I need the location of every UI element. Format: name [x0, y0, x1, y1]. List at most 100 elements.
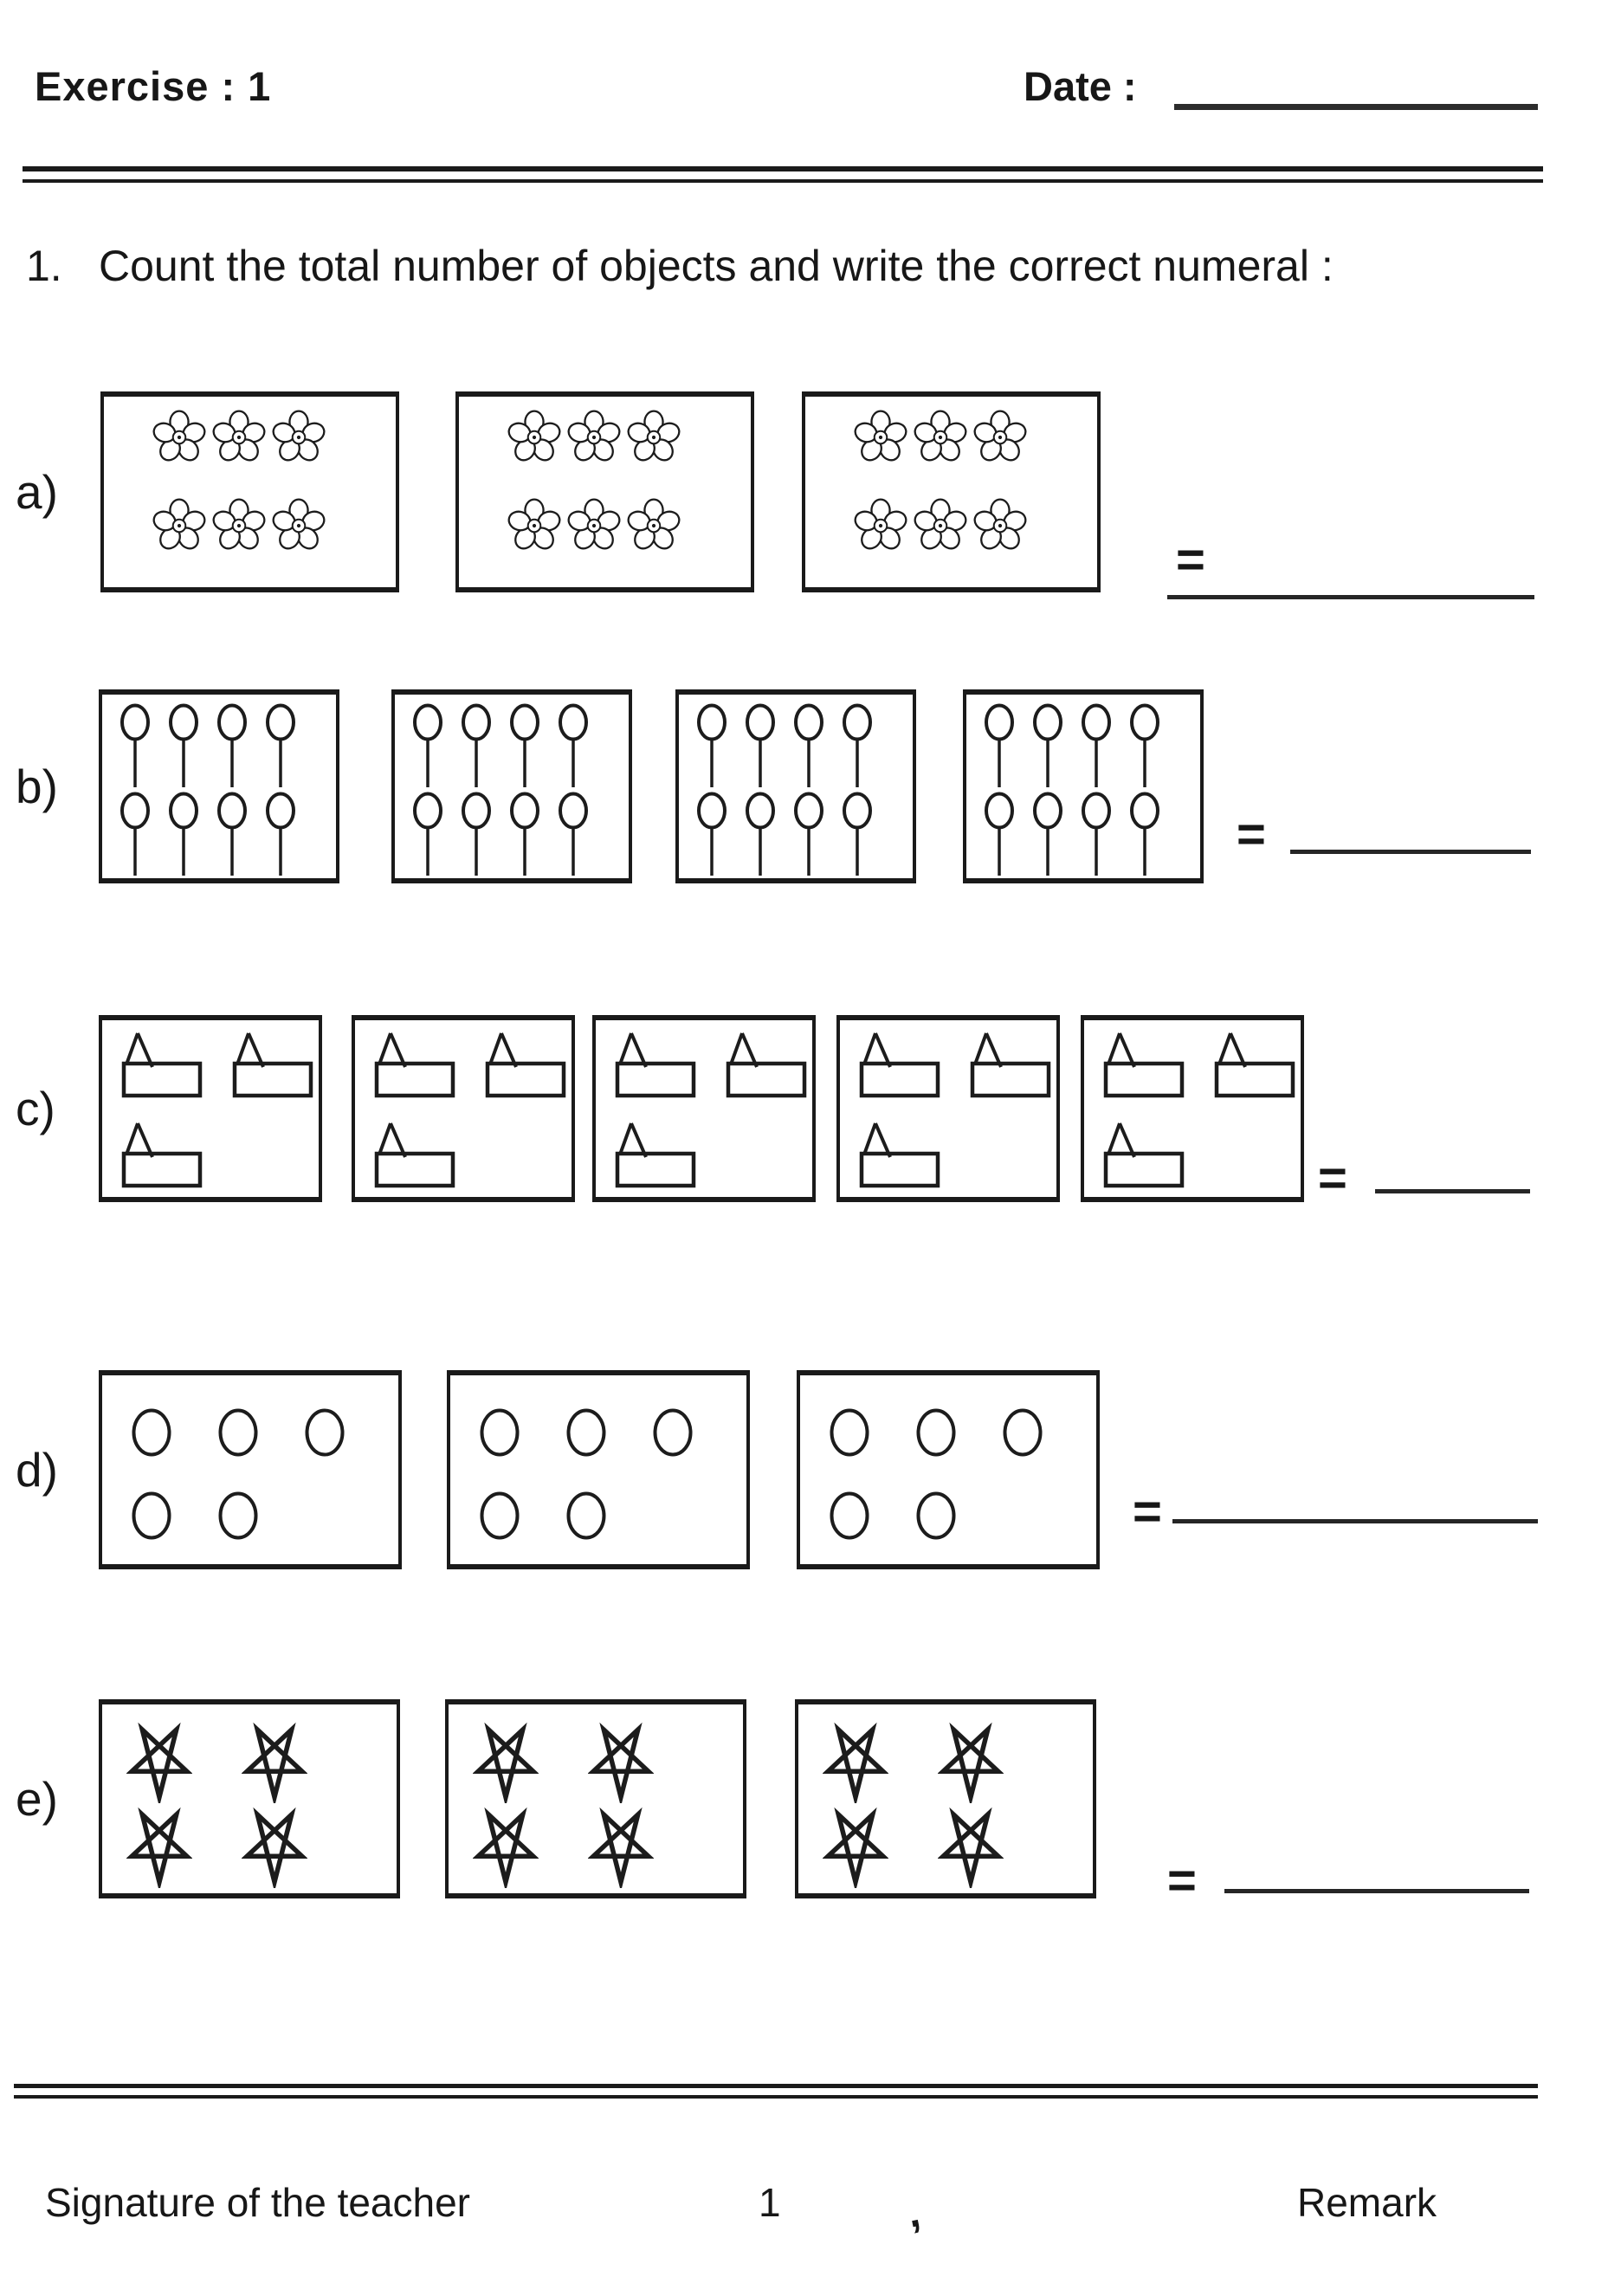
answer-blank-a[interactable] — [1167, 595, 1534, 599]
star-icon — [473, 1796, 539, 1888]
flower-icon — [210, 497, 268, 554]
shape-line — [409, 703, 629, 790]
flag-icon — [1103, 1121, 1186, 1188]
lollipop-icon — [213, 792, 251, 878]
lollipop-icon — [116, 792, 154, 878]
star-icon — [588, 1796, 654, 1888]
row-label-c: c) — [16, 1082, 55, 1135]
row-e-box-3 — [795, 1699, 1096, 1898]
shape-line — [121, 1031, 319, 1098]
row-label-b: b) — [16, 760, 58, 813]
shape-line — [830, 1491, 1096, 1540]
shape-line — [823, 1796, 1093, 1888]
flag-icon — [485, 1031, 568, 1098]
equals-sign: = — [1237, 806, 1266, 863]
shape-line — [615, 1121, 812, 1188]
row-c-box-5 — [1081, 1015, 1304, 1202]
circle-icon — [480, 1491, 520, 1540]
lollipop-icon — [741, 792, 779, 878]
circle-icon — [480, 1408, 520, 1457]
shape-line — [852, 409, 1097, 466]
row-b-box-4 — [963, 689, 1204, 883]
circle-icon — [916, 1408, 956, 1457]
equals-sign: = — [1167, 1853, 1197, 1909]
shape-line — [1103, 1031, 1301, 1098]
star-icon — [938, 1711, 1004, 1803]
shape-line — [374, 1031, 572, 1098]
date-label: Date : — [1024, 63, 1137, 109]
lollipop-icon — [1029, 703, 1067, 790]
shape-line — [693, 703, 913, 790]
circle-icon — [916, 1491, 956, 1540]
lollipop-icon — [693, 703, 731, 790]
star-icon — [126, 1711, 192, 1803]
row-a-box-2 — [455, 391, 754, 592]
flower-icon — [270, 497, 327, 554]
shape-line — [473, 1711, 743, 1803]
answer-blank-e[interactable] — [1224, 1889, 1529, 1893]
remark-label: Remark — [1297, 2180, 1437, 2225]
shape-line — [852, 497, 1097, 554]
flower-icon — [151, 497, 208, 554]
flower-icon — [565, 497, 623, 554]
stray-scan-mark: , — [902, 2189, 924, 2237]
lollipop-icon — [554, 792, 592, 878]
circle-icon — [566, 1408, 606, 1457]
lollipop-icon — [790, 703, 828, 790]
answer-blank-d[interactable] — [1172, 1519, 1538, 1523]
exercise-row-c: c) = — [0, 1015, 1621, 1206]
shape-line — [1103, 1121, 1301, 1188]
row-d-box-2 — [447, 1370, 750, 1569]
shape-line — [615, 1031, 812, 1098]
circle-icon — [1003, 1408, 1043, 1457]
lollipop-icon — [506, 792, 544, 878]
flag-icon — [1214, 1031, 1297, 1098]
flower-icon — [565, 409, 623, 466]
circle-icon — [132, 1408, 171, 1457]
flower-icon — [912, 409, 969, 466]
exercise-row-a: a)= — [0, 391, 1621, 599]
flower-icon — [506, 497, 563, 554]
flower-icon — [270, 409, 327, 466]
answer-blank-b[interactable] — [1290, 850, 1531, 854]
lollipop-icon — [741, 703, 779, 790]
flag-icon — [726, 1031, 809, 1098]
row-d-box-1 — [99, 1370, 402, 1569]
row-a-box-3 — [802, 391, 1101, 592]
answer-blank-c[interactable] — [1375, 1189, 1530, 1193]
flag-icon — [615, 1031, 698, 1098]
circle-icon — [218, 1408, 258, 1457]
signature-label: Signature of the teacher — [45, 2180, 470, 2225]
shape-line — [980, 792, 1200, 878]
lollipop-icon — [1126, 792, 1164, 878]
date-blank-line[interactable] — [1174, 83, 1538, 110]
circle-icon — [305, 1408, 345, 1457]
shape-line — [480, 1491, 746, 1540]
flower-icon — [912, 497, 969, 554]
flag-icon — [859, 1121, 942, 1188]
shape-line — [116, 703, 336, 790]
lollipop-icon — [457, 703, 495, 790]
lollipop-icon — [693, 792, 731, 878]
row-b-box-3 — [675, 689, 916, 883]
row-c-box-3 — [592, 1015, 816, 1202]
shape-line — [480, 1408, 746, 1457]
lollipop-icon — [554, 703, 592, 790]
lollipop-icon — [980, 703, 1018, 790]
shape-line — [506, 409, 751, 466]
star-icon — [473, 1711, 539, 1803]
star-icon — [242, 1711, 307, 1803]
equals-sign: = — [1318, 1150, 1347, 1206]
star-icon — [938, 1796, 1004, 1888]
row-d-box-3 — [797, 1370, 1100, 1569]
row-b-box-2 — [391, 689, 632, 883]
star-icon — [588, 1711, 654, 1803]
equals-sign: = — [1176, 532, 1205, 588]
shape-line — [151, 409, 396, 466]
flower-icon — [852, 409, 909, 466]
exercise-title: Exercise : 1 — [35, 63, 272, 109]
flower-icon — [625, 497, 682, 554]
exercise-row-d: d)= — [0, 1370, 1621, 1569]
flag-icon — [1103, 1031, 1186, 1098]
